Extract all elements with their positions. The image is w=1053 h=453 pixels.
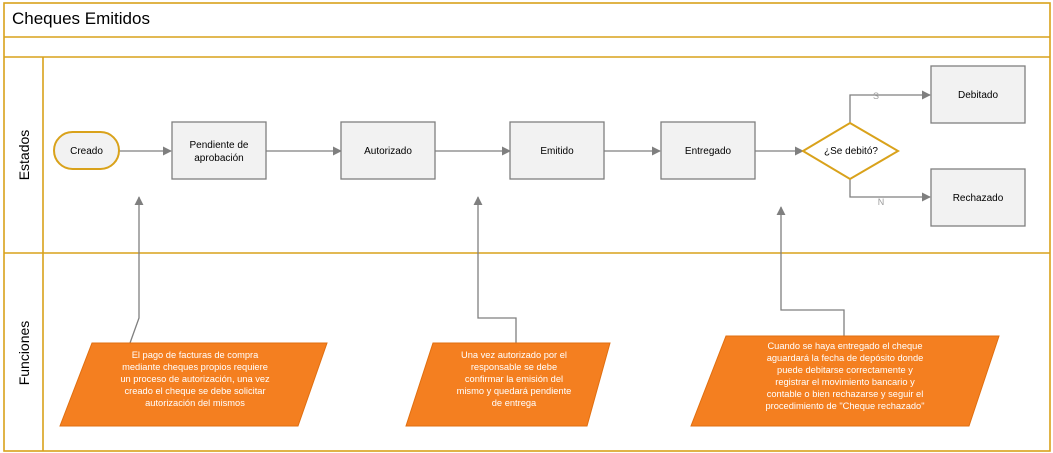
note-3-line-6: procedimiento de "Cheque rechazado" [765,401,924,411]
node-rechazado-label: Rechazado [953,193,1004,204]
callout-line-3 [776,206,845,336]
lane-label-estados: Estados [16,130,32,181]
note-2-line-1: Una vez autorizado por el [461,350,567,360]
node-debitado: Debitado [930,65,1026,124]
connector-decision-debitado [849,90,931,123]
callout-line-1 [129,196,144,344]
note-debito: Cuando se haya entregado el cheque aguar… [690,335,1000,427]
callout-line-2 [473,196,517,343]
node-debitado-label: Debitado [958,90,998,101]
node-emitido-label: Emitido [540,146,574,157]
note-3-line-5: contable o bien rechazarse y seguir el [767,389,924,399]
node-pendiente-label-line-2: aprobación [194,153,243,164]
note-3-line-3: puede debitarse correctamente y [777,365,913,375]
branch-label-no: N [878,197,885,207]
node-decision-label: ¿Se debitó? [824,146,878,157]
node-pendiente-aprobacion: Pendiente de aprobación [171,121,267,180]
note-emision: Una vez autorizado por el responsable se… [405,342,611,427]
node-entregado: Entregado [660,121,756,180]
node-emitido: Emitido [509,121,605,180]
note-1-line-2: mediante cheques propios requiere [122,362,268,372]
note-3-line-4: registrar el movimiento bancario y [775,377,915,387]
note-3-line-2: aguardará la fecha de depósito donde [767,353,924,363]
node-creado-label: Creado [70,146,103,157]
note-1-line-5: autorización del mismos [145,398,245,408]
node-rechazado: Rechazado [930,168,1026,227]
connector-decision-rechazado [849,179,931,202]
lane-label-funciones: Funciones [16,321,32,386]
node-decision-se-debito: ¿Se debitó? [801,121,900,181]
note-3-line-1: Cuando se haya entregado el cheque [767,341,922,351]
note-2-line-4: mismo y quedará pendiente [457,386,572,396]
node-pendiente-label-line-1: Pendiente de [190,140,249,151]
node-autorizado-label: Autorizado [364,146,412,157]
note-1-line-3: un proceso de autorización, una vez [120,374,270,384]
note-2-line-5: de entrega [492,398,537,408]
node-autorizado: Autorizado [340,121,436,180]
node-creado: Creado [53,131,120,170]
node-entregado-label: Entregado [685,146,732,157]
diagram-title: Cheques Emitidos [12,9,150,28]
note-1-line-1: El pago de facturas de compra [132,350,259,360]
note-1-line-4: creado el cheque se debe solicitar [124,386,265,396]
note-2-line-2: responsable se debe [471,362,557,372]
note-2-line-3: confirmar la emisión del [465,374,563,384]
branch-label-yes: S [873,91,879,101]
note-autorizacion: El pago de facturas de compra mediante c… [59,342,328,427]
